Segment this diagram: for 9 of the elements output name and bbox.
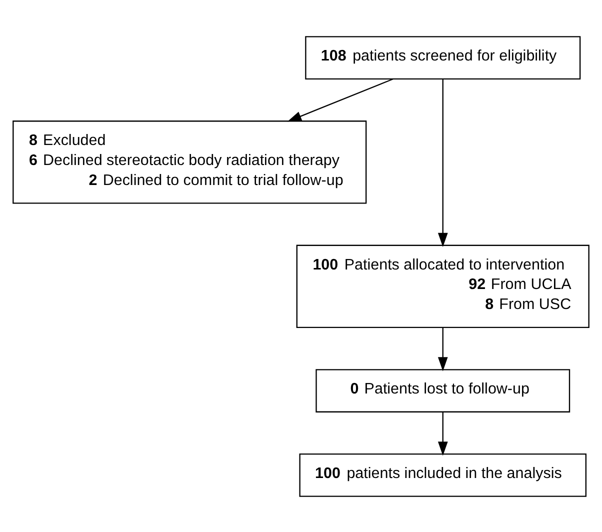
node-box: 100 patients included in the analysis	[299, 453, 586, 496]
arrow	[287, 78, 394, 122]
node-box: 0 Patients lost to follow-up	[316, 368, 570, 412]
arrow	[438, 412, 448, 456]
node-box: 8 Excluded 6 Declined stereotactic body radiation therapy 2 Declined to commit to trial follow-up	[12, 120, 367, 204]
arrow	[438, 78, 448, 247]
node-box: 108 patients screened for eligibility	[305, 36, 581, 79]
arrow	[438, 327, 448, 371]
node-box: 100 Patients allocated to intervention 92 From UCLA 8 From USC	[296, 244, 590, 328]
